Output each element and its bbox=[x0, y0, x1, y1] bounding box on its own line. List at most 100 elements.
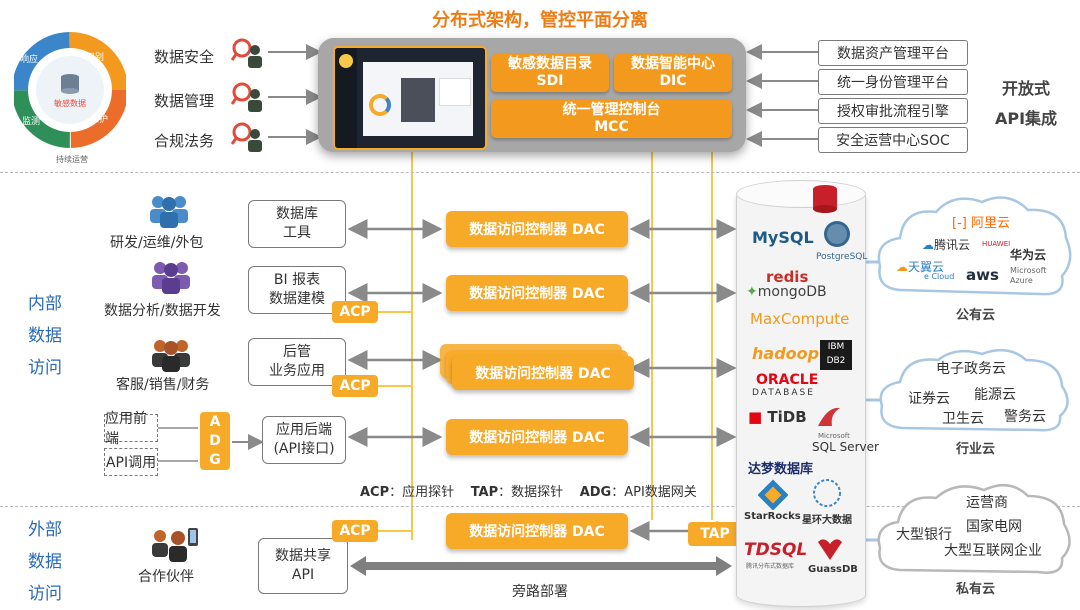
postgres-elephant-icon bbox=[824, 221, 850, 247]
inspector-person-icons bbox=[230, 38, 262, 152]
people-group-icon bbox=[152, 340, 190, 372]
external-access-label: 外部数据访问 bbox=[28, 520, 62, 604]
dac-4: 数据访问控制器 DAC bbox=[446, 419, 628, 455]
console-screenshot bbox=[333, 46, 487, 150]
huawei-cloud-logo: 华为云 bbox=[1010, 248, 1047, 262]
diagram-title: 分布式架构，管控平面分离 bbox=[432, 10, 648, 31]
dac-5: 数据访问控制器 DAC bbox=[446, 513, 628, 549]
cycle-respond: 响应 bbox=[20, 55, 39, 65]
redis-logo: redis bbox=[766, 268, 809, 286]
user-rd: 研发/运维/外包 bbox=[110, 235, 204, 251]
industry-cloud-egov: 电子政务云 bbox=[936, 361, 1006, 377]
huawei-brand: HUAWEI bbox=[982, 240, 1011, 248]
tap-tag: TAP bbox=[688, 522, 742, 546]
cycle-continuous: 持续运营 bbox=[56, 155, 88, 164]
integration-asset-mgmt: 数据资产管理平台 bbox=[818, 40, 968, 66]
user-partner: 合作伙伴 bbox=[138, 569, 194, 585]
acp-tag-bi: ACP bbox=[332, 301, 378, 323]
backend-box: 后管业务应用 bbox=[248, 338, 346, 386]
people-group-icon bbox=[150, 196, 188, 228]
starrocks-logo: StarRocks bbox=[744, 511, 801, 522]
private-cloud-bank: 大型银行 bbox=[896, 527, 952, 543]
sqlserver-logo: SQL Server bbox=[812, 440, 879, 454]
tencent-cloud-logo: ☁腾讯云 bbox=[922, 238, 971, 252]
starrocks-icon bbox=[758, 479, 788, 510]
postgres-logo: PostgreSQL bbox=[816, 252, 868, 262]
bypass-label: 旁路部署 bbox=[512, 584, 568, 600]
public-cloud-label: 公有云 bbox=[956, 308, 996, 323]
tidb-logo: ■ TiDB bbox=[748, 408, 807, 426]
acp-tag-backend: ACP bbox=[332, 375, 378, 397]
private-cloud-internet: 大型互联网企业 bbox=[944, 543, 1042, 559]
dameng-logo: 达梦数据库 bbox=[748, 462, 814, 477]
aws-logo: aws bbox=[966, 266, 999, 284]
maxcompute-logo: MaxCompute bbox=[750, 310, 850, 328]
api-call-box: API调用 bbox=[104, 448, 158, 476]
private-cloud-label: 私有云 bbox=[956, 582, 996, 597]
hadoop-logo: hadoop bbox=[752, 344, 820, 363]
sqlserver-icon bbox=[818, 407, 840, 426]
industry-cloud-health: 卫生云 bbox=[942, 411, 984, 427]
user-analysts: 数据分析/数据开发 bbox=[104, 303, 221, 319]
dac-2: 数据访问控制器 DAC bbox=[446, 275, 628, 311]
private-cloud-carrier: 运营商 bbox=[966, 495, 1008, 511]
security-cycle bbox=[14, 32, 126, 148]
user-service: 客服/销售/财务 bbox=[116, 377, 210, 393]
inspector-icon bbox=[230, 38, 262, 68]
separator-top bbox=[0, 172, 1080, 173]
cycle-protect: 保护 bbox=[90, 115, 109, 125]
dac-1: 数据访问控制器 DAC bbox=[446, 211, 628, 247]
database-cylinder-top bbox=[736, 180, 866, 208]
public-cloud-shape bbox=[877, 196, 1072, 296]
tianyi-cloud-logo: ☁天翼云 bbox=[896, 260, 945, 274]
cycle-monitor: 监测 bbox=[22, 117, 41, 127]
integration-identity: 统一身份管理平台 bbox=[818, 69, 968, 95]
people-group-icon bbox=[152, 262, 190, 294]
api-backend-box: 应用后端(API接口) bbox=[262, 416, 346, 464]
separator-bottom bbox=[0, 506, 1080, 507]
transwarp-icon bbox=[813, 479, 841, 507]
private-cloud-shape bbox=[877, 483, 1071, 574]
tianyi-sub: e Cloud bbox=[924, 272, 955, 281]
governance-compliance: 合规法务 bbox=[154, 132, 215, 150]
transwarp-logo: 星环大数据 bbox=[802, 515, 852, 526]
legend: ACP：应用探针 TAP：数据探针 ADG：API数据网关 bbox=[360, 485, 697, 500]
acp-tag-share: ACP bbox=[332, 520, 378, 542]
industry-cloud-police: 警务云 bbox=[1004, 409, 1046, 425]
cycle-center: 敏感数据 bbox=[54, 99, 86, 108]
oracle-sub: DATABASE bbox=[752, 388, 815, 398]
red-database-icon bbox=[813, 185, 837, 213]
dac-3: 数据访问控制器 DAC bbox=[452, 356, 634, 390]
bi-box: BI 报表数据建模 bbox=[248, 266, 346, 314]
database-cylinder bbox=[736, 185, 866, 607]
mysql-logo: MySQL bbox=[752, 228, 814, 247]
tdsql-sub: 腾讯分布式数据库 bbox=[746, 563, 795, 570]
industry-cloud-shape bbox=[879, 348, 1069, 432]
gaussdb-logo: GuassDB bbox=[808, 564, 858, 575]
partner-group-icon bbox=[152, 528, 198, 562]
mongodb-logo: ✦mongoDB bbox=[746, 284, 827, 300]
governance-management: 数据管理 bbox=[154, 92, 215, 110]
industry-cloud-securities: 证券云 bbox=[908, 391, 950, 407]
industry-cloud-label: 行业云 bbox=[956, 442, 996, 457]
governance-security: 数据安全 bbox=[154, 48, 215, 66]
oracle-logo: ORACLE bbox=[756, 372, 819, 388]
frontend-box: 应用前端 bbox=[104, 411, 158, 447]
integration-approval: 授权审批流程引擎 bbox=[818, 98, 968, 124]
industry-cloud-energy: 能源云 bbox=[974, 387, 1016, 403]
microsoft-small: Microsoft bbox=[818, 432, 850, 440]
cycle-identify: 识别 bbox=[86, 53, 105, 63]
internal-access-label: 内部数据访问 bbox=[28, 294, 62, 378]
gaussdb-icon bbox=[818, 539, 842, 560]
tdsql-logo: TDSQL bbox=[744, 540, 808, 560]
db-tool-box: 数据库工具 bbox=[248, 200, 346, 248]
aliyun-logo: [-] 阿里云 bbox=[952, 216, 1010, 231]
